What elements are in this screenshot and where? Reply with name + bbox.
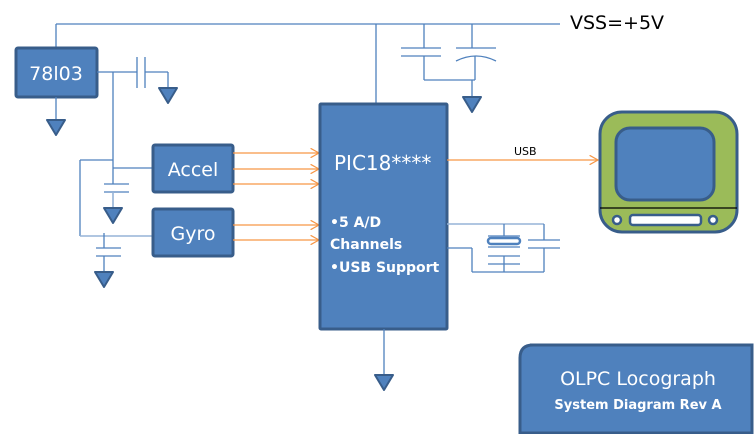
mcu-feature: •USB Support [330,260,440,276]
mcu-block: PIC18**** •5 A/D Channels •USB Support [318,102,449,331]
regulator-label: 78l03 [29,63,83,85]
ground-icon [158,87,178,104]
usb-label: USB [514,145,537,158]
diagram-subtitle: System Diagram Rev A [554,398,721,413]
gyro-label: Gyro [171,223,216,245]
ground-icon [103,207,123,224]
computer-monitor-icon [598,110,739,234]
mcu-feature: Channels [330,237,402,253]
ground-icon [462,96,482,113]
diagram-title: OLPC Locograph [560,368,716,390]
supply-rail [55,23,560,104]
gyro-block: Gyro [151,207,235,258]
rail-capacitors [401,24,497,96]
accel-label: Accel [168,159,219,181]
title-box: OLPC Locograph System Diagram Rev A [518,343,754,434]
mcu-feature: •5 A/D [330,215,381,231]
ground-icon [374,374,394,391]
mcu-title: PIC18**** [334,151,431,175]
sensor-power-wires [79,72,153,272]
regulator-block: 78l03 [14,46,99,99]
crystal-oscillator [447,223,560,273]
supply-label: VSS=+5V [570,12,664,34]
sensor-signal-arrows [233,153,319,240]
regulator-output-capacitor [97,57,169,88]
ground-icon [46,119,66,136]
accel-block: Accel [151,143,235,194]
ground-icon [94,271,114,288]
